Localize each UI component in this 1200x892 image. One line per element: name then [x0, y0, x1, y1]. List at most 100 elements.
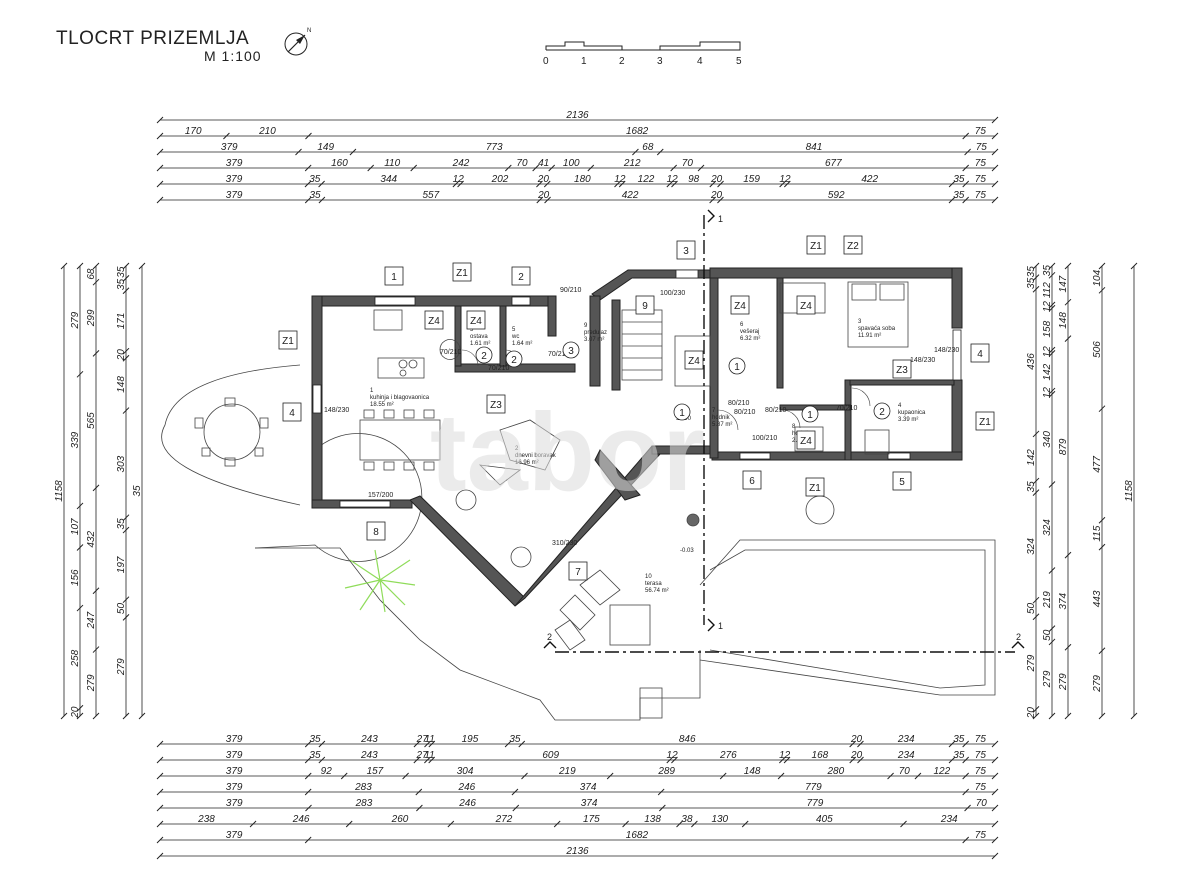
- dimension-label: 379: [226, 174, 243, 185]
- door-label: 70/210: [548, 351, 570, 358]
- svg-text:Z1: Z1: [809, 483, 821, 494]
- window-tag: Z1: [452, 262, 472, 282]
- dimension-label: 379: [226, 158, 243, 169]
- dimension-label: 38: [681, 814, 693, 825]
- dimension-label: 27: [416, 750, 429, 761]
- dimension-label: 243: [360, 750, 378, 761]
- door-label: 80/210: [734, 409, 756, 416]
- svg-text:2: 2: [515, 446, 519, 452]
- door-marker: 2: [475, 346, 493, 364]
- dimension-label: 149: [317, 142, 334, 153]
- window-tag: Z4: [796, 295, 816, 315]
- window-tag: 1: [384, 266, 404, 286]
- dimension-label: 276: [719, 750, 737, 761]
- dimension-label: 112: [1042, 282, 1053, 298]
- dimension-label: 379: [226, 734, 243, 745]
- dimension-label: 374: [581, 798, 598, 809]
- svg-text:6: 6: [740, 322, 744, 328]
- dimension-label: 344: [380, 174, 397, 185]
- dimension-label: 35: [132, 485, 143, 497]
- dimension-label: 246: [458, 782, 476, 793]
- window-tag: 5: [892, 471, 912, 491]
- dimension-label: 92: [321, 766, 333, 777]
- dimension-label: 70: [682, 158, 694, 169]
- svg-text:1: 1: [734, 362, 740, 373]
- door-marker: 3: [562, 341, 580, 359]
- dimension-label: 20: [537, 174, 550, 185]
- dimension-label: 110: [384, 158, 400, 169]
- svg-text:Z1: Z1: [456, 268, 468, 279]
- dimension-label: 234: [897, 734, 915, 745]
- svg-text:Z3: Z3: [896, 365, 908, 376]
- door-label: 70/210: [488, 365, 510, 372]
- level-label: -0.03: [680, 548, 694, 554]
- dimension-label: 422: [622, 190, 639, 201]
- dimension-label: 379: [226, 798, 243, 809]
- dimension-label: 68: [642, 142, 654, 153]
- dimension-label: 107: [70, 518, 81, 535]
- door-marker: 2: [873, 402, 891, 420]
- window-tag: Z3: [486, 394, 506, 414]
- svg-text:Z1: Z1: [979, 417, 991, 428]
- scalebar-label: 1: [581, 56, 587, 67]
- door-marker: 2: [505, 350, 523, 368]
- scalebar-label: 0: [543, 56, 549, 67]
- svg-text:terasa: terasa: [645, 581, 662, 587]
- dimension-label: 879: [1058, 438, 1069, 455]
- dimension-label: 283: [355, 798, 373, 809]
- svg-text:hodnik: hodnik: [712, 415, 731, 421]
- dimension-label: 379: [226, 830, 243, 841]
- north-arrow-icon: N: [284, 28, 311, 56]
- dimension-label: 340: [1042, 431, 1053, 448]
- door-label: 148/230: [910, 357, 935, 364]
- dimension-label: 158: [1042, 320, 1053, 337]
- scale-bar: 0 1 2 3 4 5: [543, 41, 742, 67]
- window-tag: Z1: [806, 235, 826, 255]
- door-label: 100/210: [752, 435, 777, 442]
- dimension-label: 219: [1042, 591, 1053, 609]
- window-tag: Z2: [843, 235, 863, 255]
- dimension-label: 279: [1026, 654, 1037, 672]
- svg-text:5: 5: [512, 327, 516, 333]
- dimension-label: 70: [899, 766, 911, 777]
- outdoor-table: [194, 397, 269, 467]
- dimension-label: 12: [779, 174, 791, 185]
- dimension-label: 35: [309, 174, 321, 185]
- dimension-label: 283: [354, 782, 372, 793]
- svg-text:9: 9: [642, 301, 648, 312]
- svg-text:5: 5: [470, 327, 474, 333]
- section-marks: [543, 209, 1025, 649]
- dimension-label: 379: [226, 782, 243, 793]
- dimension-label: 68: [86, 268, 97, 280]
- svg-text:8: 8: [792, 424, 796, 430]
- dimension-label: 279: [116, 658, 127, 676]
- dimension-label: 379: [226, 766, 243, 777]
- svg-text:N: N: [307, 28, 311, 34]
- dimension-label: 506: [1092, 341, 1103, 358]
- dimension-label: 70: [516, 158, 528, 169]
- dimension-label: 202: [491, 174, 509, 185]
- dimension-label: 260: [391, 814, 409, 825]
- svg-text:kuhinja i blagovaonica: kuhinja i blagovaonica: [370, 395, 430, 401]
- svg-text:wc: wc: [511, 334, 519, 340]
- svg-text:Z4: Z4: [688, 356, 700, 367]
- dimension-label: 279: [1058, 673, 1069, 691]
- svg-text:dnevni boravak: dnevni boravak: [515, 453, 557, 459]
- dimension-label: 234: [940, 814, 958, 825]
- dimension-label: 98: [688, 174, 700, 185]
- dimension-label: 41: [538, 158, 549, 169]
- door-marker: 1: [673, 403, 691, 421]
- dimension-label: 35: [310, 734, 322, 745]
- dimension-label: 846: [679, 734, 696, 745]
- dimension-label: 303: [116, 455, 127, 472]
- dimension-label: 50: [1026, 602, 1037, 614]
- dimension-label: 557: [422, 190, 439, 201]
- svg-text:3.39 m²: 3.39 m²: [898, 417, 918, 423]
- window-tag: Z3: [892, 359, 912, 379]
- svg-text:5.87 m²: 5.87 m²: [712, 422, 732, 428]
